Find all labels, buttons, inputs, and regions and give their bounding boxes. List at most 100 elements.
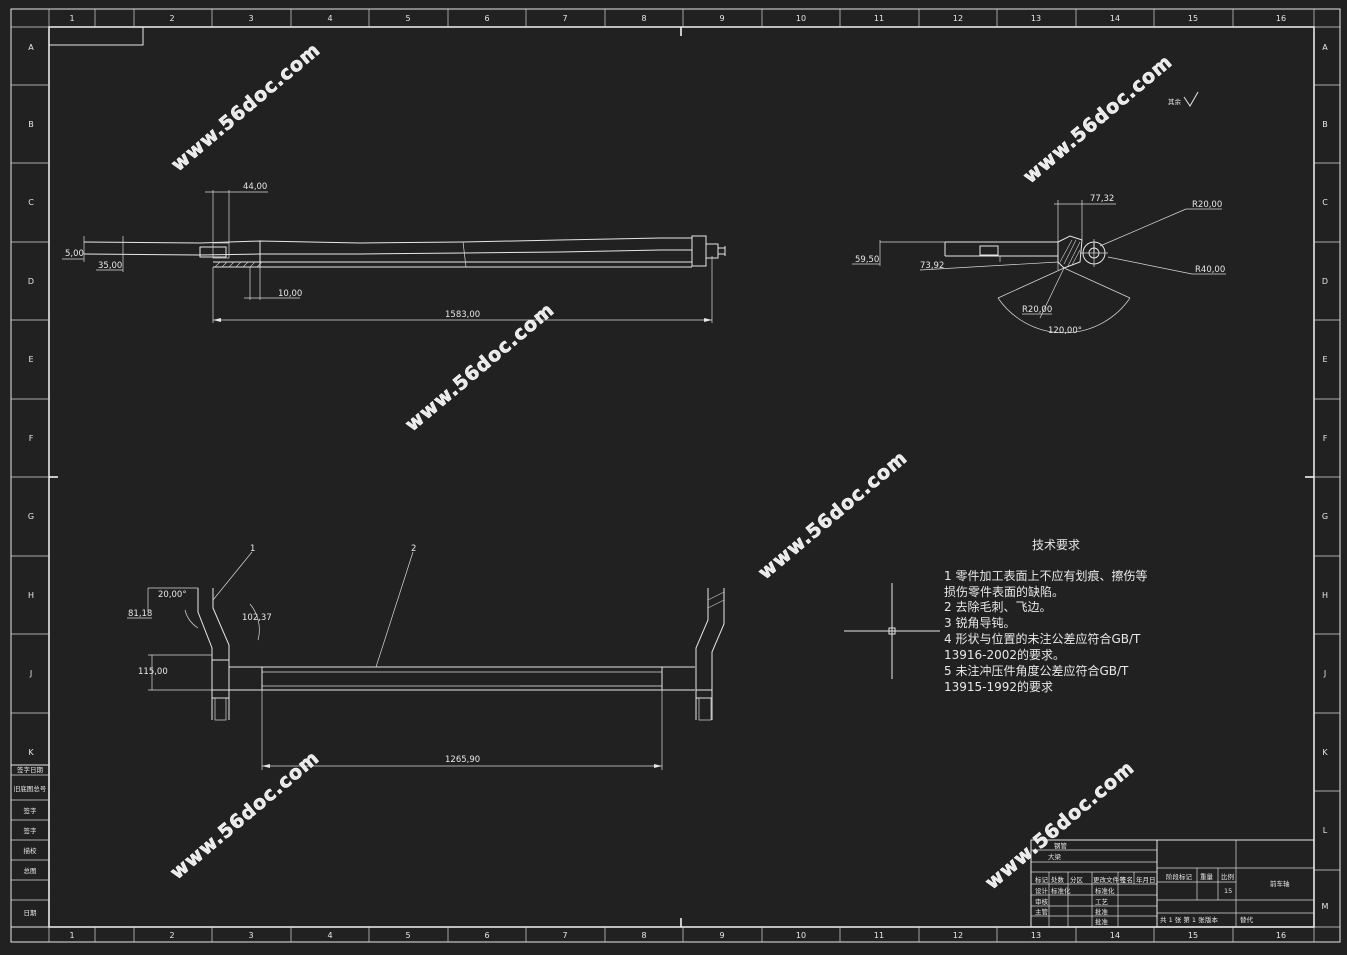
col-label: 7 — [562, 14, 567, 23]
dim-r20-bottom: R20,00 — [1022, 305, 1052, 315]
main-label: 主管 — [1035, 907, 1049, 916]
side-view: 77,32 R20,00 59,50 73,92 R40,00 R20,00 1… — [852, 91, 1226, 336]
row-label: C — [28, 198, 34, 207]
strip-label: 签字 — [24, 826, 38, 835]
col-label: 11 — [874, 931, 884, 940]
strip-label: 旧底图总号 — [14, 784, 47, 793]
col-label: 12 — [953, 14, 963, 23]
dim-angle-120: 120,00° — [1048, 326, 1082, 336]
strip-label: 日期 — [24, 909, 38, 917]
material-1: 钢管 — [1054, 841, 1068, 850]
row-label: E — [1322, 355, 1327, 364]
col-label: 1 — [69, 14, 74, 23]
col-label: 8 — [641, 14, 646, 23]
col-label: 2 — [169, 14, 174, 23]
row-label: J — [29, 669, 32, 678]
col-label: 1 — [69, 931, 74, 940]
col-label: 6 — [484, 931, 489, 940]
hdr-sign: 签名 — [1120, 875, 1133, 884]
stage-label: 阶段标记 — [1166, 872, 1193, 881]
hdr-date: 年月日 — [1136, 875, 1156, 884]
row-label: E — [28, 355, 33, 364]
process-label: 工艺 — [1095, 898, 1109, 906]
dim-20-angle: 20,00° — [158, 590, 187, 600]
col-label: 15 — [1188, 14, 1198, 23]
design-label: 设计 — [1035, 886, 1049, 895]
hdr-zone: 分区 — [1070, 875, 1084, 884]
grid-ticks — [11, 9, 1340, 942]
row-label: F — [29, 434, 34, 443]
requirements-title: 技术要求 — [1032, 538, 1080, 552]
requirement-line: 4 形状与位置的未注公差应符合GB/T — [944, 631, 1141, 646]
row-label: A — [28, 43, 34, 52]
col-label: 15 — [1188, 931, 1198, 940]
dim-59-50: 59,50 — [855, 255, 879, 265]
row-label: K — [1322, 748, 1328, 757]
dim-81-18: 81,18 — [128, 609, 152, 619]
col-label: 7 — [562, 931, 567, 940]
dim-77-32: 77,32 — [1090, 194, 1114, 204]
dim-r20-top: R20,00 — [1192, 200, 1222, 210]
row-label: D — [28, 277, 34, 286]
col-label: 14 — [1110, 931, 1120, 940]
requirement-line: 损伤零件表面的缺陷。 — [944, 584, 1064, 599]
col-label: 16 — [1276, 14, 1286, 23]
watermark: www.56doc.com — [981, 757, 1139, 894]
col-label: 16 — [1276, 931, 1286, 940]
row-label: G — [28, 512, 34, 521]
col-label: 6 — [484, 14, 489, 23]
row-label: C — [1322, 198, 1328, 207]
column-labels: 1 2 3 4 5 6 7 8 9 10 11 12 13 14 15 16 1… — [69, 14, 1286, 940]
row-label: K — [28, 748, 34, 757]
col-label: 5 — [405, 931, 410, 940]
strip-label: 描校 — [24, 846, 38, 855]
watermark: www.56doc.com — [167, 39, 325, 176]
col-label: 8 — [641, 931, 646, 940]
col-label: 3 — [248, 931, 253, 940]
col-label: 10 — [796, 14, 806, 23]
date-label: 批准 — [1095, 917, 1109, 926]
weight-label: 重量 — [1200, 873, 1214, 881]
dim-1265-90: 1265,90 — [445, 755, 480, 765]
dim-35: 35,00 — [98, 261, 122, 271]
requirement-line: 13916-2002的要求。 — [944, 647, 1065, 662]
front-view: 1 2 20,00° 81,18 102,37 115,00 1265,90 — [127, 544, 725, 770]
dim-44: 44,00 — [243, 182, 267, 192]
requirement-line: 1 零件加工表面上不应有划痕、擦伤等 — [944, 568, 1147, 583]
col-label: 12 — [953, 931, 963, 940]
check-label: 审核 — [1035, 897, 1049, 906]
scale-label: 比例 — [1221, 872, 1234, 881]
part-name: 前车轴 — [1270, 879, 1290, 888]
surface-finish-icon — [1183, 91, 1199, 107]
replace-label: 替代 — [1240, 915, 1254, 924]
left-record-strip: 签字日期 旧底图总号 签字 签字 描校 总图 日期 — [10, 764, 50, 928]
balloon-2: 2 — [411, 544, 416, 554]
col-label: 14 — [1110, 14, 1120, 23]
row-label: F — [1323, 434, 1328, 443]
row-label: L — [1323, 826, 1328, 835]
requirement-line: 2 去除毛刺、飞边。 — [944, 599, 1051, 614]
balloon-1: 1 — [250, 544, 255, 554]
title-block: 钢管 大梁 标记 处数 分区 更改文件号 签名 年月日 设计 标准化 标准化 审… — [1030, 839, 1315, 928]
std-label: 标准化 — [1095, 886, 1115, 895]
col-label: 13 — [1031, 14, 1041, 23]
col-label: 9 — [719, 14, 724, 23]
crosshair-cursor-icon — [844, 583, 940, 679]
col-label: 2 — [169, 931, 174, 940]
dim-73-92: 73,92 — [920, 261, 944, 271]
watermark: www.56doc.com — [1019, 51, 1177, 188]
strip-label: 签字 — [24, 806, 38, 815]
col-label: 4 — [327, 931, 332, 940]
row-labels: A B C D E F G H J K A B C D E F G H J K … — [28, 43, 1329, 911]
technical-requirements: 技术要求 1 零件加工表面上不应有划痕、擦伤等 损伤零件表面的缺陷。 2 去除毛… — [944, 538, 1147, 694]
col-label: 3 — [248, 14, 253, 23]
watermark: www.56doc.com — [754, 447, 912, 584]
material-2: 大梁 — [1048, 852, 1062, 861]
dim-5: 5,00 — [65, 249, 84, 259]
hdr-doc: 更改文件号 — [1093, 875, 1126, 884]
row-label: J — [1323, 669, 1326, 678]
col-label: 5 — [405, 14, 410, 23]
watermarks: www.56doc.com www.56doc.com www.56doc.co… — [166, 38, 1177, 894]
approve-label: 批准 — [1095, 907, 1109, 916]
